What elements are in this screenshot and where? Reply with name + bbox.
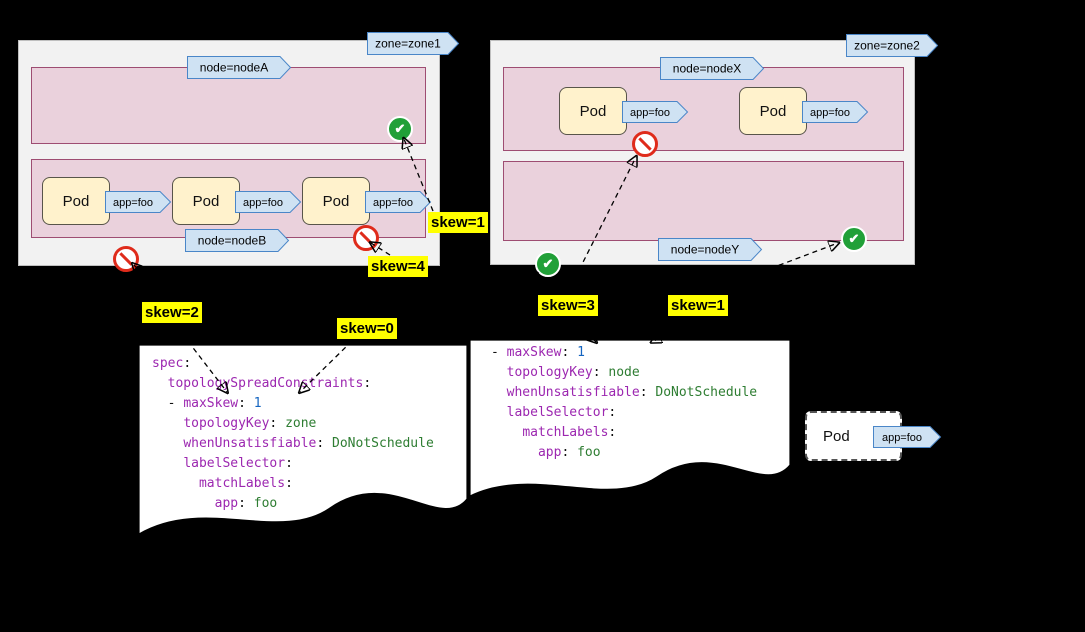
zone2-tag: zone=zone2 [846, 34, 939, 57]
app-foo-tag: app=foo [873, 426, 942, 448]
arrow-skew2-to-ban [133, 264, 169, 302]
zone1-box: zone=zone1 node=nodeA Pod app=foo Pod ap… [18, 32, 460, 272]
pod-label: Pod [62, 192, 90, 210]
node-y-box: node=nodeY [503, 161, 904, 261]
arrow-code-to-check [496, 274, 537, 340]
node-b-tag: node=nodeB [185, 229, 290, 252]
node-x-tag-label: node=nodeX [673, 62, 741, 76]
app-foo-tag-label: app=foo [630, 107, 670, 119]
incoming-pod: Pod app=foo [805, 411, 942, 461]
code-block-right-shape [469, 339, 791, 497]
node-a-tag: node=nodeA [187, 56, 292, 79]
check-icon [841, 226, 867, 252]
skew-label-zone1-nodea: skew=1 [428, 212, 488, 233]
check-icon [387, 116, 413, 142]
ban-icon [113, 246, 139, 272]
pod: Pod app=foo [302, 177, 432, 225]
node-b-box: Pod app=foo Pod app=foo Pod app=foo node… [31, 159, 432, 252]
app-foo-tag: app=foo [622, 101, 689, 123]
ban-icon [353, 225, 379, 251]
pod: Pod app=foo [42, 177, 172, 225]
app-foo-tag-label: app=foo [113, 197, 153, 209]
skew-label-zone1-left: skew=2 [142, 302, 202, 323]
skew-label-zone1-mid: skew=0 [337, 318, 397, 339]
zone2-box: zone=zone2 node=nodeX Pod app=foo Pod ap… [490, 34, 939, 277]
node-a-tag-label: node=nodeA [200, 61, 268, 75]
skew-label-zone2-left: skew=3 [538, 295, 598, 316]
pod-label: Pod [192, 192, 220, 210]
pod-label: Pod [759, 102, 787, 120]
app-foo-tag-label: app=foo [373, 197, 413, 209]
app-foo-tag-label: app=foo [882, 432, 922, 444]
node-y-tag-label: node=nodeY [671, 243, 739, 257]
pod: Pod app=foo [172, 177, 302, 225]
pod-label: Pod [322, 192, 350, 210]
app-foo-tag-label: app=foo [243, 197, 283, 209]
pod-label: Pod [823, 427, 850, 445]
app-foo-tag: app=foo [105, 191, 172, 213]
node-y-tag: node=nodeY [658, 238, 763, 261]
pod: Pod app=foo [559, 87, 689, 135]
zone2-tag-label: zone=zone2 [854, 39, 920, 53]
pod-label: Pod [579, 102, 607, 120]
node-x-box: node=nodeX Pod app=foo Pod app=foo [503, 57, 904, 157]
zone1-tag-label: zone=zone1 [375, 37, 441, 51]
pod: Pod app=foo [739, 87, 869, 135]
app-foo-tag: app=foo [365, 191, 432, 213]
check-icon [535, 251, 561, 277]
skew-label-zone1-nodeb: skew=4 [368, 256, 428, 277]
app-foo-tag-label: app=foo [810, 107, 850, 119]
skew-label-zone2-right: skew=1 [668, 295, 728, 316]
node-b-tag-label: node=nodeB [198, 234, 266, 248]
app-foo-tag: app=foo [802, 101, 869, 123]
zone1-tag: zone=zone1 [367, 32, 460, 55]
node-x-tag: node=nodeX [660, 57, 765, 80]
ban-icon [632, 131, 658, 157]
app-foo-tag: app=foo [235, 191, 302, 213]
node-a-box: node=nodeA [31, 56, 426, 144]
code-block-left: spec: topologySpreadConstraints: - maxSk… [152, 356, 434, 511]
code-block-right: - maxSkew: 1 topologyKey: node whenUnsat… [491, 345, 758, 460]
